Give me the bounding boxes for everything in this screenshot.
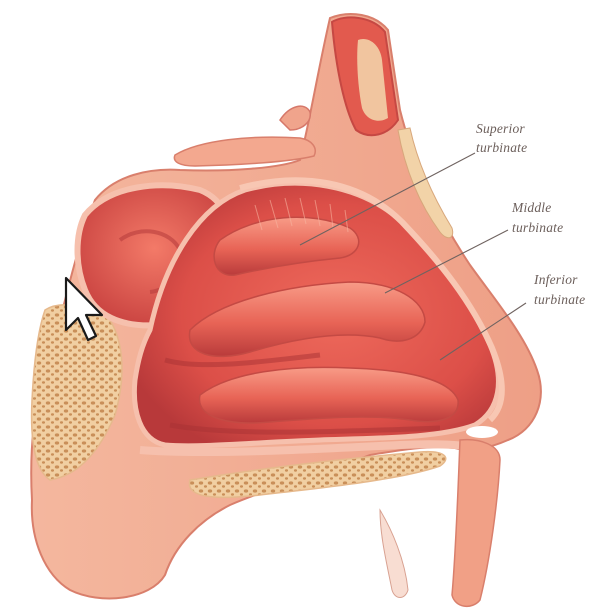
lower-soft-tissue (380, 510, 408, 598)
inferior-turbinate-label: Inferior turbinate (533, 272, 585, 307)
crista-galli (280, 106, 310, 130)
inferior-turbinate-label-line2: turbinate (534, 292, 585, 307)
nostril-column (452, 440, 500, 607)
superior-turbinate-label: Superior turbinate (476, 121, 528, 155)
middle-turbinate-label-line1: Middle (511, 200, 551, 215)
middle-turbinate-label-line2: turbinate (512, 220, 563, 235)
superior-turbinate-label-line2: turbinate (476, 140, 527, 155)
inferior-turbinate-label-line1: Inferior (533, 272, 578, 287)
nostril-opening (466, 426, 498, 438)
middle-turbinate-label: Middle turbinate (511, 200, 563, 235)
superior-turbinate-label-line1: Superior (476, 121, 525, 136)
